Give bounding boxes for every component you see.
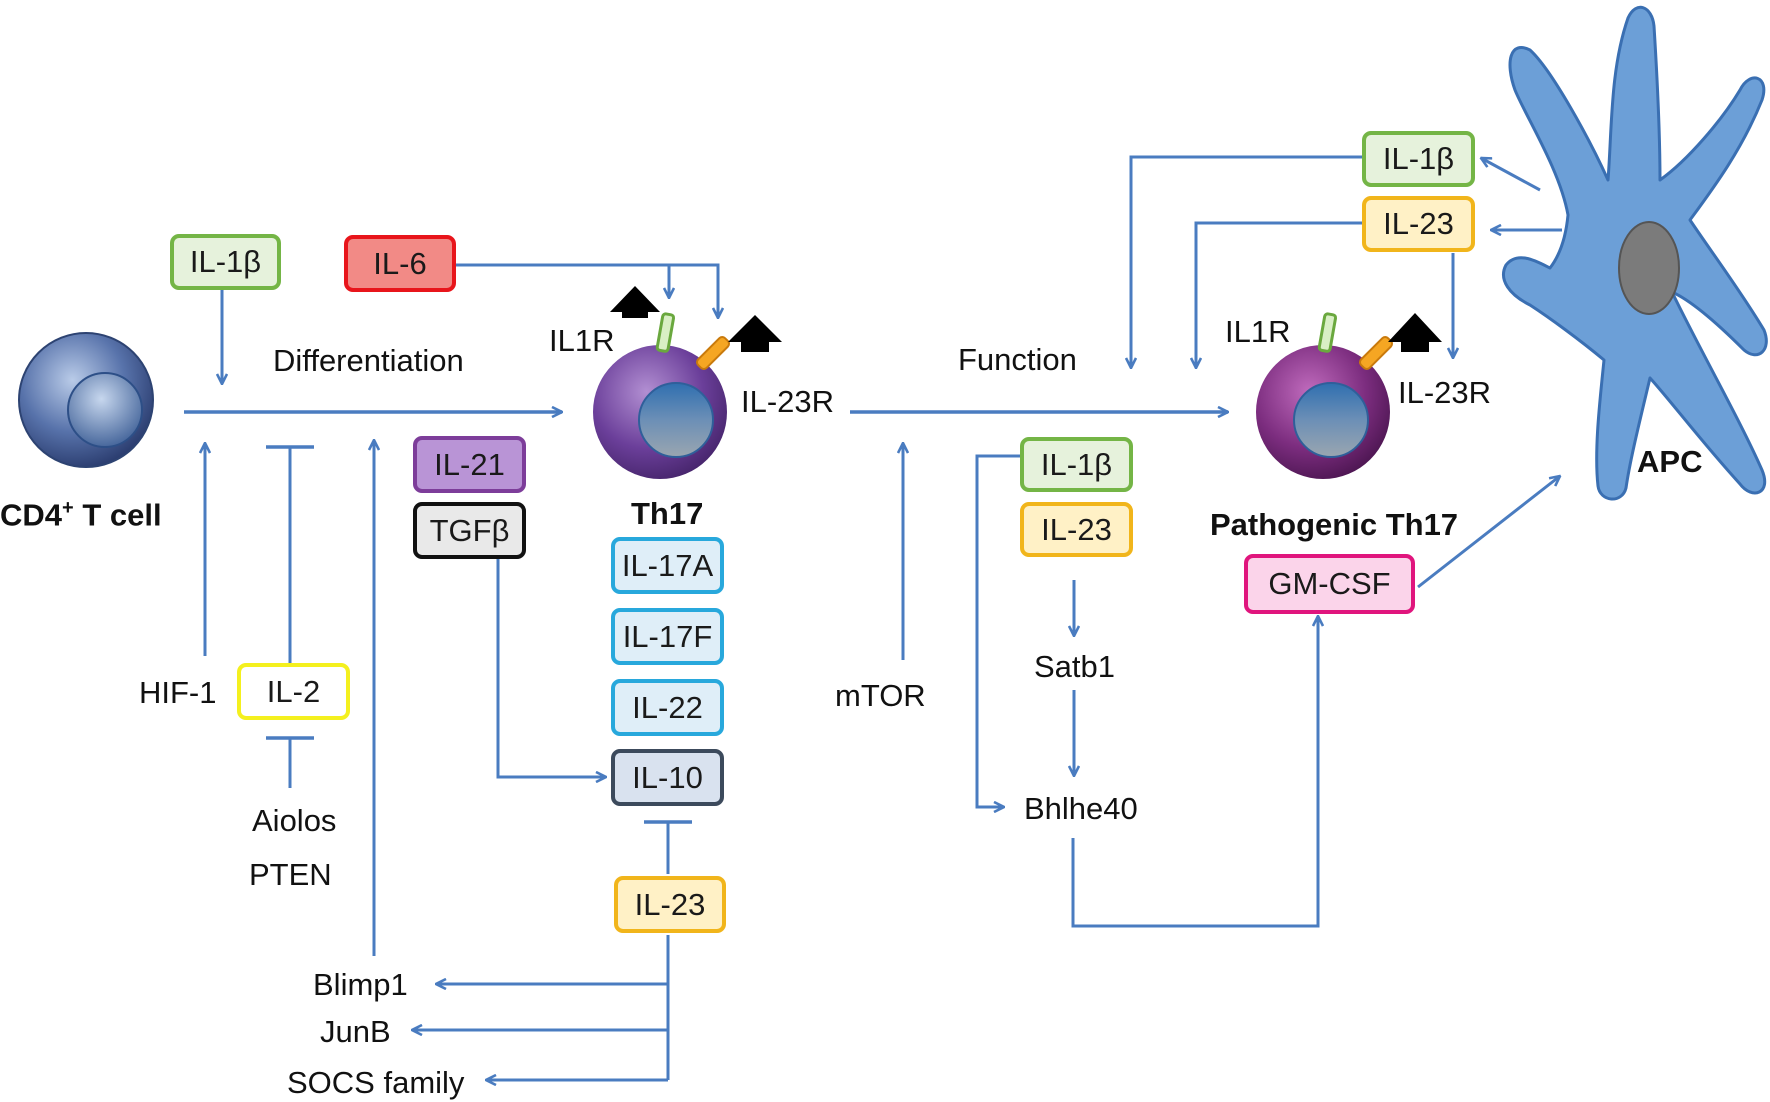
th17-il23r-up-arrow	[728, 315, 782, 352]
il1b-left-label: IL-1β	[189, 244, 262, 279]
th17-il1r-up-arrow	[610, 286, 660, 318]
il2-box: IL-2	[237, 663, 350, 720]
apc-label: APC	[1637, 444, 1703, 479]
gmcsf-apc-arrow	[1417, 476, 1560, 589]
bhlhe40-label: Bhlhe40	[1024, 791, 1138, 826]
naive-cd4-cell	[18, 332, 154, 468]
pathogenic-il1r-receptor	[1317, 312, 1338, 353]
il17f-label: IL-17F	[622, 618, 713, 654]
function-label: Function	[958, 342, 1077, 377]
il10-box: IL-10	[611, 749, 724, 806]
il1b-box-left: IL-1β	[170, 234, 281, 290]
il1b-apc-label: IL-1β	[1382, 141, 1455, 176]
pathogenic-il23r-label: IL-23R	[1398, 375, 1492, 410]
gmcsf-label: GM-CSF	[1268, 566, 1391, 601]
naive-cell-sup: +	[62, 497, 74, 519]
il17a-label: IL-17A	[621, 547, 714, 583]
blimp1-label: Blimp1	[313, 967, 408, 1002]
il17a-box: IL-17A	[611, 537, 724, 594]
il1b-box-apc: IL-1β	[1362, 131, 1475, 187]
il10-label: IL-10	[632, 759, 703, 795]
tgfb-label: TGFβ	[429, 512, 510, 548]
th17-cell-label: Th17	[631, 496, 704, 531]
pathogenic-th17-label: Pathogenic Th17	[1210, 507, 1459, 542]
pathogenic-il23r-receptor	[1358, 335, 1394, 371]
tgfb-box: TGFβ	[413, 502, 526, 559]
il1b-feedback-arrow	[1131, 155, 1362, 368]
il23-box-apc: IL-23	[1362, 196, 1475, 252]
il6-arrow-il23r	[669, 263, 718, 318]
il1b-box-mid: IL-1β	[1020, 437, 1133, 492]
satb1-label: Satb1	[1034, 649, 1116, 684]
aiolos-label: Aiolos	[252, 803, 337, 838]
pathogenic-il23r-up-arrow	[1388, 313, 1442, 352]
mtor-label: mTOR	[835, 678, 926, 713]
naive-cell-label: CD4+ T cell	[0, 497, 162, 533]
il17f-box: IL-17F	[611, 608, 724, 665]
th17-cell	[593, 345, 727, 479]
th17-il1r-label: IL1R	[549, 323, 615, 358]
il1b-mid-label: IL-1β	[1040, 446, 1113, 482]
pathogenic-th17-cell	[1256, 345, 1390, 479]
pten-label: PTEN	[249, 857, 332, 892]
il23-mid-label: IL-23	[1041, 511, 1112, 547]
tgfb-arrow	[496, 556, 606, 777]
il6-box: IL-6	[344, 235, 456, 292]
apc-il1b-arrow	[1481, 158, 1541, 192]
apc-dendritic-cell	[1502, 5, 1768, 501]
il23-feedback-arrow	[1196, 221, 1362, 368]
pathogenic-il1r-label: IL1R	[1225, 314, 1291, 349]
il2-label: IL-2	[266, 673, 321, 709]
il6-label: IL-6	[373, 245, 427, 281]
th17-il23r-receptor	[695, 335, 731, 371]
bhlhe40-gmcsf-arrow	[1071, 616, 1318, 928]
differentiation-label: Differentiation	[273, 343, 464, 378]
th17-il23r-label: IL-23R	[741, 384, 835, 419]
il21-box: IL-21	[413, 436, 526, 493]
il23-apc-label: IL-23	[1383, 206, 1454, 241]
th17-il1r-receptor	[655, 312, 676, 353]
il21-label: IL-21	[434, 446, 505, 482]
gmcsf-box: GM-CSF	[1244, 554, 1415, 614]
socs-family-label: SOCS family	[287, 1065, 465, 1100]
il22-label: IL-22	[632, 689, 703, 725]
mid-bracket-arrow	[975, 454, 1020, 807]
il23-box-mid: IL-23	[1020, 502, 1133, 557]
hif1-label: HIF-1	[139, 675, 217, 710]
il23-bottom-label: IL-23	[634, 886, 706, 922]
il23-box-bottom: IL-23	[614, 876, 726, 933]
il22-box: IL-22	[611, 679, 724, 736]
junb-label: JunB	[320, 1014, 391, 1049]
